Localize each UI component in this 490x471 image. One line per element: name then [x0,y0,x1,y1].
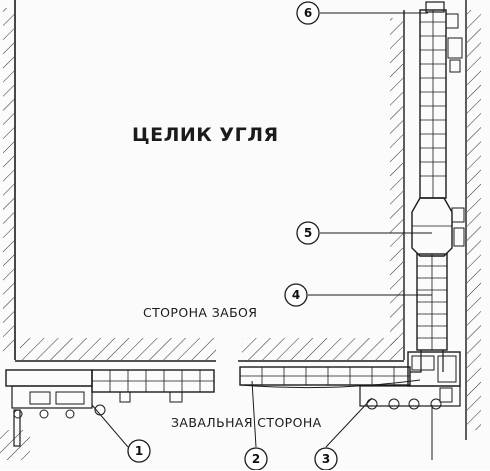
left-wall [3,0,16,360]
coal-pillar-label: ЦЕЛИК УГЛЯ [130,124,281,146]
right-wall [390,0,481,440]
face-side-label: СТОРОНА ЗАБОЯ [140,304,261,321]
entry-conveyor [410,253,448,373]
face-conveyor [239,366,421,389]
callout-3: 3 [321,452,331,466]
callout-6: 6 [303,6,313,20]
left-shearer-unit [5,369,215,447]
callout-circles [127,1,338,470]
upper-belt-conveyor [419,1,463,199]
callout-4: 4 [291,288,301,302]
face-line [15,338,404,362]
stage-loader-unit [359,351,461,410]
callout-5: 5 [303,226,313,240]
callout-1: 1 [134,444,144,458]
callout-2: 2 [251,452,261,466]
goaf-side-label: ЗАВАЛЬНАЯ СТОРОНА [171,415,322,430]
transfer-drive [411,197,465,257]
leader-lines [91,12,432,448]
goaf-edge [0,405,433,460]
